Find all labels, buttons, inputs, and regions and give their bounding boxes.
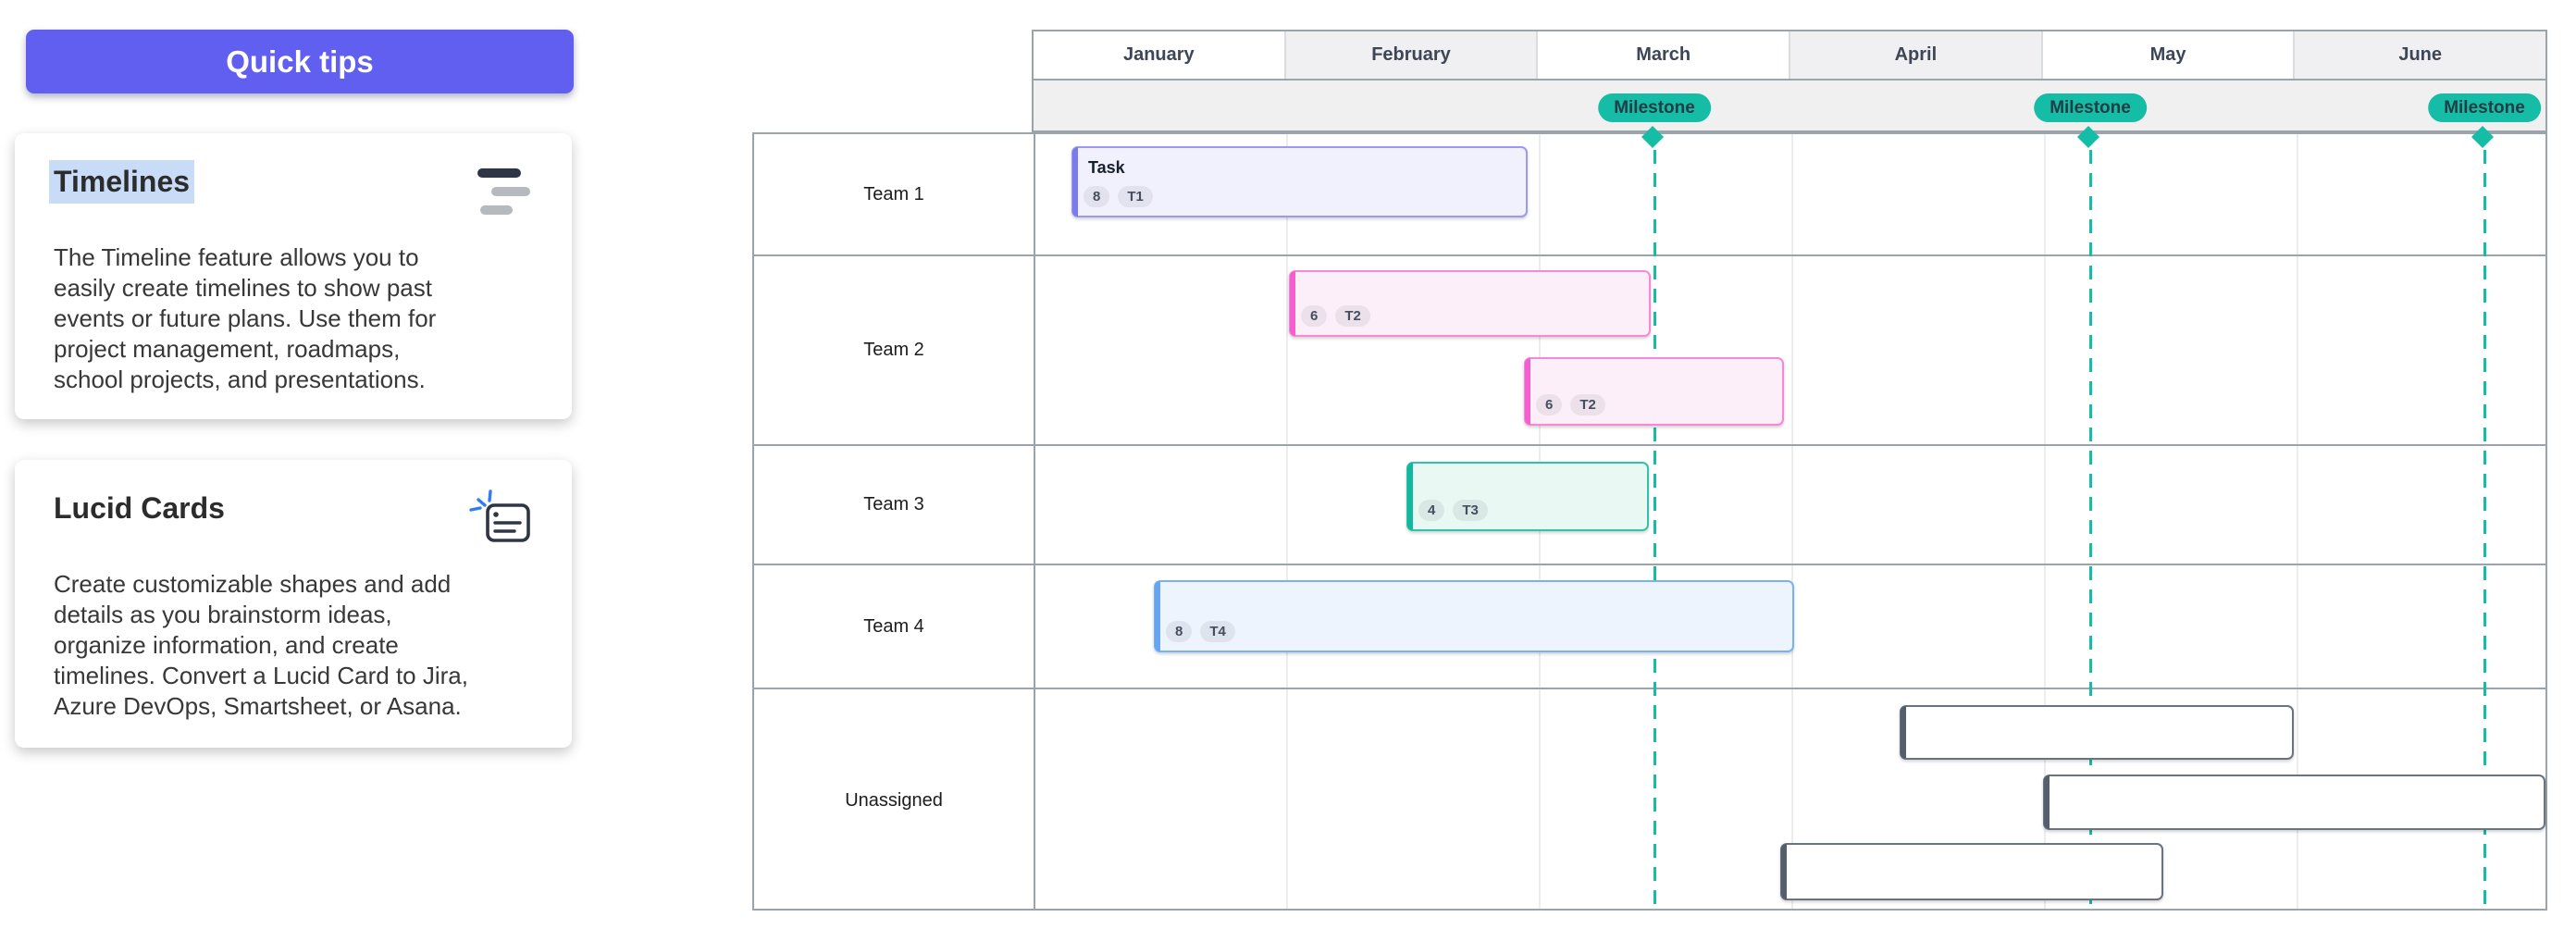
tip-card-lucid-cards[interactable]: Lucid Cards Create customizable shapes a… <box>15 460 572 748</box>
badge-row: 6 T2 <box>1536 394 1605 415</box>
row-separator <box>754 564 2545 565</box>
row-separator <box>754 444 2545 446</box>
row-separator <box>754 254 2545 256</box>
milestone-dashline <box>2089 150 2092 912</box>
task-bar[interactable]: 8 T4 <box>1154 580 1794 652</box>
task-bar-handle <box>2044 775 2050 829</box>
task-bar-handle <box>1901 706 1906 759</box>
month-header-cell[interactable]: February <box>1285 31 1539 79</box>
month-gridline <box>1791 134 1793 909</box>
card-body: The Timeline feature allows you to easil… <box>54 243 437 393</box>
badge-row: 8 T4 <box>1166 621 1235 642</box>
task-bar[interactable]: Task 8 T1 <box>1071 146 1528 217</box>
month-gridline <box>2044 134 2046 909</box>
task-bar[interactable]: 6 T2 <box>1289 270 1651 337</box>
badge-id: T3 <box>1453 500 1488 521</box>
milestone-pill[interactable]: Milestone <box>2034 93 2147 122</box>
task-bar-handle <box>1525 358 1530 425</box>
task-bar[interactable] <box>2043 775 2545 830</box>
month-header-cell[interactable]: January <box>1034 31 1286 79</box>
month-header-cell[interactable]: April <box>1790 31 2043 79</box>
quick-tips-button[interactable]: Quick tips <box>26 30 574 93</box>
lucid-card-icon <box>469 490 530 542</box>
tip-card-timelines[interactable]: Timelines The Timeline feature allows yo… <box>15 133 572 419</box>
milestone-strip: Milestone Milestone Milestone <box>1034 81 2545 130</box>
month-gridline <box>1286 134 1288 909</box>
task-bar-handle <box>1155 581 1160 651</box>
row-label-cell[interactable]: Unassigned <box>845 789 943 811</box>
badge-estimate: 8 <box>1166 621 1193 642</box>
badge-estimate: 6 <box>1301 305 1328 327</box>
task-bar-handle <box>1072 147 1078 217</box>
label-column-border <box>1034 134 1035 909</box>
card-body: Create customizable shapes and add detai… <box>54 570 468 720</box>
badge-estimate: 6 <box>1536 394 1563 415</box>
row-label-cell[interactable]: Team 1 <box>863 184 924 205</box>
card-title: Timelines <box>54 165 191 199</box>
task-bar-title: Task <box>1088 158 1125 177</box>
task-bar-handle <box>1290 271 1295 336</box>
badge-row: 4 T3 <box>1418 500 1488 521</box>
badge-id: T1 <box>1118 186 1153 207</box>
row-separator <box>754 688 2545 689</box>
month-header-cell[interactable]: June <box>2295 31 2546 79</box>
badge-row: 6 T2 <box>1301 305 1370 327</box>
task-bar[interactable] <box>1900 705 2294 760</box>
task-bar[interactable] <box>1780 843 2163 900</box>
milestone-dashline <box>2483 150 2486 912</box>
row-label-cell[interactable]: Team 3 <box>863 494 924 514</box>
task-bar[interactable]: 6 T2 <box>1524 357 1784 426</box>
milestone-pill[interactable]: Milestone <box>1598 93 1711 122</box>
tip-card-header: Timelines <box>54 165 533 218</box>
month-header-cell[interactable]: March <box>1538 31 1791 79</box>
badge-estimate: 4 <box>1418 500 1445 521</box>
timeline-bars-icon <box>476 167 533 218</box>
month-gridline <box>2297 134 2298 909</box>
badge-row: 8 T1 <box>1084 186 1153 207</box>
task-bar-handle <box>1781 844 1787 899</box>
tip-card-header: Lucid Cards <box>54 490 533 545</box>
row-label-cell[interactable]: Team 4 <box>863 615 924 637</box>
month-header-cell[interactable]: May <box>2043 31 2296 79</box>
milestone-pill[interactable]: Milestone <box>2428 93 2541 122</box>
milestone-dashline <box>1653 150 1656 912</box>
badge-id: T2 <box>1570 394 1605 415</box>
badge-estimate: 8 <box>1084 186 1110 207</box>
row-label-cell[interactable]: Team 2 <box>863 340 924 360</box>
task-bar-handle <box>1407 463 1413 530</box>
card-title: Lucid Cards <box>54 491 225 525</box>
badge-id: T2 <box>1335 305 1370 327</box>
sparkle-icon <box>469 490 492 512</box>
badge-id: T4 <box>1200 621 1235 642</box>
task-bar[interactable]: 4 T3 <box>1406 462 1649 531</box>
